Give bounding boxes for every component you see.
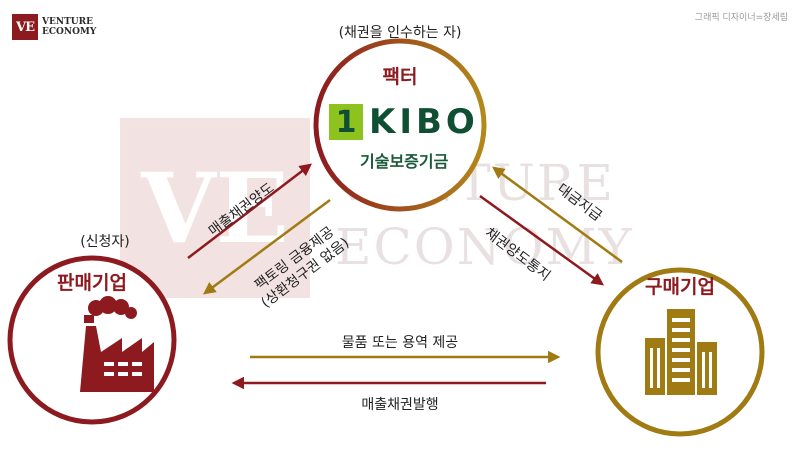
- logo-text: VENTURE ECONOMY: [42, 17, 96, 37]
- factor-circle: [313, 38, 487, 212]
- watermark-line2: ECONOMY: [335, 218, 634, 276]
- factory-icon: [80, 296, 154, 392]
- buildings-icon: [645, 309, 717, 395]
- designer-credit: 그래픽 디자이너=장세림: [694, 13, 788, 23]
- arrow-transfer-notice: [479, 194, 605, 286]
- factor-title: 팩터: [382, 66, 418, 88]
- kibo-logo: 1 KIBO: [329, 102, 475, 144]
- logo-line2: ECONOMY: [42, 27, 97, 37]
- logo-line1: VENTURE: [42, 17, 93, 27]
- label-goods-services: 물품 또는 용역 제공: [341, 335, 459, 351]
- factor-note: (채권을 인수하는 자): [338, 25, 462, 41]
- seller-note: (신청자): [80, 234, 130, 250]
- arrow-payment: [491, 166, 623, 264]
- logo-mark: VE: [12, 14, 38, 40]
- arrow-receivable-transfer: [187, 163, 312, 259]
- arrow-factoring: [202, 198, 331, 295]
- kibo-wordmark: KIBO: [369, 102, 479, 142]
- seller-title: 판매기업: [57, 272, 127, 294]
- kibo-subtitle: 기술보증기금: [360, 152, 449, 171]
- buyer-title: 구매기업: [645, 276, 715, 298]
- kibo-mark: 1: [329, 104, 363, 140]
- label-receivable-issue: 매출채권발행: [361, 397, 439, 413]
- venture-economy-logo: VE VENTURE ECONOMY: [12, 14, 96, 40]
- watermark-mark: VE: [120, 118, 310, 298]
